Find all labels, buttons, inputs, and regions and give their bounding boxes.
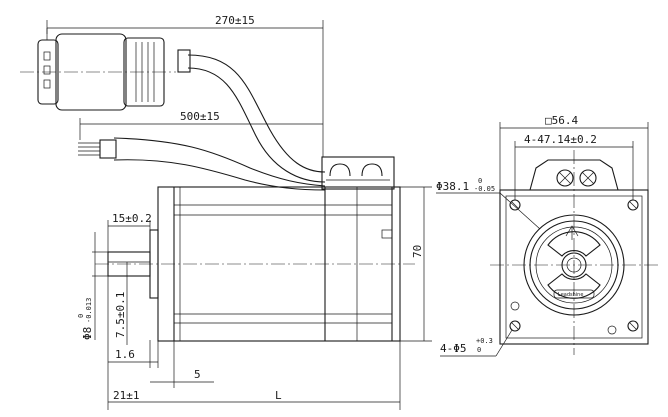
db-connector [20, 28, 176, 111]
dim-15-label: 15±0.2 [112, 212, 152, 225]
connector-block [321, 156, 395, 190]
label-plate-text: Leadshine [558, 292, 583, 298]
dim-56-4-label: □56.4 [545, 114, 578, 127]
dim-47-14-label: 4-47.14±0.2 [524, 133, 597, 146]
mount-holes-tol-bot: 0 [477, 346, 481, 354]
dim-270-label: 270±15 [215, 14, 255, 27]
dim-500: 500±15 [79, 110, 323, 140]
dim-mount-holes: 4-Φ5 +0.3 0 [440, 329, 513, 357]
mount-holes-main: 4-Φ5 [440, 342, 467, 355]
dim-47-14: 4-47.14±0.2 [514, 133, 634, 200]
dim-1-6: 1.6 [108, 340, 159, 368]
pilot-dia-tol-bot: -0.05 [474, 185, 495, 193]
shaft-dia-main: Φ8 [81, 327, 94, 340]
dim-5-label: 5 [194, 368, 201, 381]
side-view: 270±15 500±15 15±0.2 Φ8 0 -0.013 7.5±0.1 [20, 14, 432, 410]
dim-70: 70 [400, 186, 432, 342]
pilot-dia-tol-top: 0 [478, 177, 482, 185]
dim-L-label: L [275, 389, 282, 402]
dim-1-6-label: 1.6 [115, 348, 135, 361]
dim-15: 15±0.2 [107, 212, 152, 252]
pilot-dia-main: Φ38.1 [436, 180, 469, 193]
dim-flat: 7.5±0.1 [114, 262, 128, 345]
mount-holes [509, 199, 639, 335]
dim-21-label: 21±1 [113, 389, 140, 402]
dim-pilot: Φ38.1 0 -0.05 [436, 177, 541, 230]
dim-70-label: 70 [411, 245, 424, 258]
dim-L: L [150, 341, 401, 410]
mount-holes-tol-top: +0.3 [476, 337, 493, 345]
front-view: Leadshine □56.4 4-47.14±0.2 Φ38.1 0 -0.0… [436, 114, 658, 357]
shaft-dia-tol-top: 0 [77, 314, 85, 318]
dim-flat-label: 7.5±0.1 [114, 292, 127, 338]
encoder-cable [177, 49, 326, 183]
dim-5: 5 [150, 341, 214, 388]
shaft-dia-tol-bot: -0.013 [85, 298, 93, 323]
power-cable [78, 137, 326, 191]
dim-270: 270±15 [46, 14, 324, 157]
dim-56-4: □56.4 [499, 114, 649, 190]
dim-21: 21±1 [107, 276, 150, 410]
dim-500-label: 500±15 [180, 110, 220, 123]
dim-shaft-dia: Φ8 0 -0.013 [77, 232, 108, 340]
